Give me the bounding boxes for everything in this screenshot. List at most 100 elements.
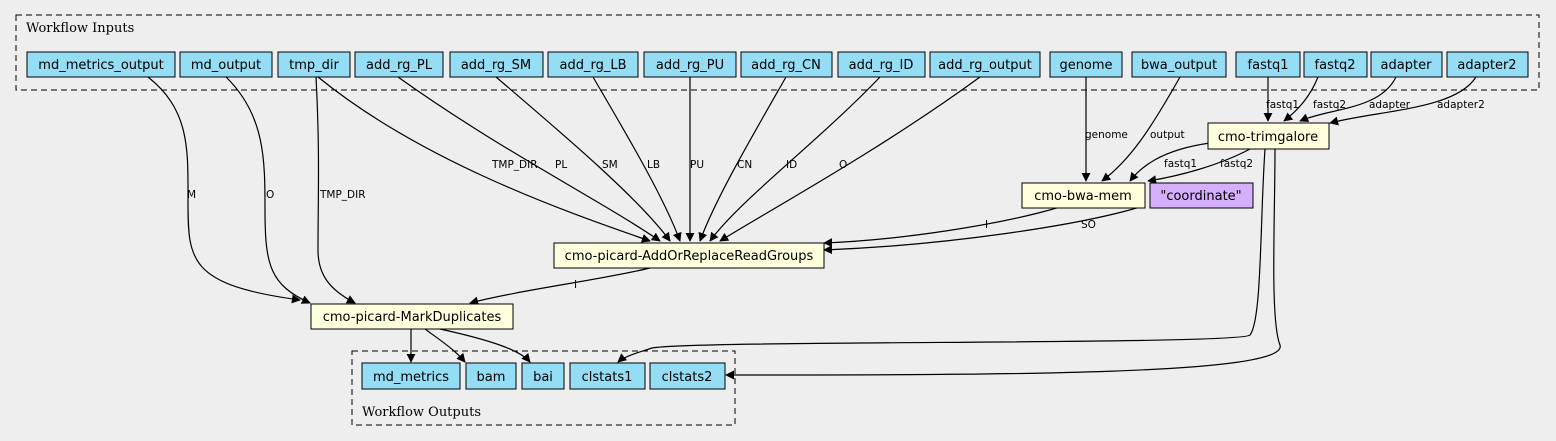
input-node-md_output[interactable]: md_output xyxy=(179,51,273,78)
input-node-tmp_dir[interactable]: tmp_dir xyxy=(277,51,351,78)
input-node-bwa_output[interactable]: bwa_output xyxy=(1131,51,1227,78)
node-label: adapter2 xyxy=(1457,58,1516,73)
edge-label: O xyxy=(266,189,274,201)
input-node-fastq1[interactable]: fastq1 xyxy=(1235,51,1301,78)
edge-o-addrg xyxy=(719,76,981,242)
node-label: adapter xyxy=(1381,58,1433,73)
node-label: bwa_output xyxy=(1141,58,1217,73)
edge-label: adapter xyxy=(1369,99,1411,111)
edge-label: M xyxy=(187,189,196,201)
input-node-adapter[interactable]: adapter xyxy=(1370,51,1443,78)
edge-trim-fastq2-bwa xyxy=(1147,148,1251,185)
edge-sm-addrg xyxy=(495,76,671,242)
edge-cn-addrg xyxy=(698,76,787,242)
node-label: add_rg_LB xyxy=(560,58,627,73)
input-node-add_rg_output[interactable]: add_rg_output xyxy=(929,51,1041,78)
node-label: add_rg_PU xyxy=(656,58,724,73)
edge-id-addrg xyxy=(709,76,881,242)
node-label: bai xyxy=(533,370,553,385)
output-node-clstats1[interactable]: clstats1 xyxy=(569,362,646,390)
input-node-fastq2[interactable]: fastq2 xyxy=(1303,51,1368,78)
step-nodes: cmo-trimgalore cmo-bwa-mem "coordinate" … xyxy=(310,122,1330,330)
output-node-bam[interactable]: bam xyxy=(465,362,517,390)
edge-o-markdup xyxy=(225,76,311,304)
input-node-add_rg_PU[interactable]: add_rg_PU xyxy=(643,51,737,78)
edge-markdup-bai xyxy=(439,328,531,363)
edge-trim-clstats1 xyxy=(617,148,1266,363)
edge-label: TMP_DIR xyxy=(319,189,366,201)
edge-label: SM xyxy=(602,159,618,171)
edge-label: adapter2 xyxy=(1437,99,1485,111)
step-node-addorreplacereadgroups[interactable]: cmo-picard-AddOrReplaceReadGroups xyxy=(553,242,825,269)
edge-m-markdup xyxy=(147,76,301,304)
node-label: md_output xyxy=(191,58,261,73)
input-node-genome[interactable]: genome xyxy=(1049,51,1123,78)
node-label: fastq1 xyxy=(1248,58,1289,73)
node-label: "coordinate" xyxy=(1160,189,1241,204)
input-node-add_rg_PL[interactable]: add_rg_PL xyxy=(354,51,444,78)
step-node-bwa-mem[interactable]: cmo-bwa-mem xyxy=(1021,182,1146,209)
edge-trim-fastq1-bwa xyxy=(1129,142,1211,182)
edge-pl-addrg xyxy=(397,76,661,242)
node-label: add_rg_output xyxy=(938,58,1032,73)
node-label: clstats2 xyxy=(662,370,713,385)
edge-label: SO xyxy=(1081,219,1096,231)
edges xyxy=(147,76,1477,380)
edge-label: fastq2 xyxy=(1313,99,1346,111)
node-label: bam xyxy=(477,370,506,385)
input-node-md_metrics_output[interactable]: md_metrics_output xyxy=(26,51,176,78)
node-label: cmo-bwa-mem xyxy=(1034,189,1132,204)
output-nodes: md_metrics bam bai clstats1 clstats2 xyxy=(361,362,726,390)
edge-label: genome xyxy=(1085,129,1128,141)
workflow-outputs-title: Workflow Outputs xyxy=(362,405,481,420)
edge-label: LB xyxy=(647,159,660,171)
node-label: cmo-picard-AddOrReplaceReadGroups xyxy=(565,249,814,264)
input-node-add_rg_CN[interactable]: add_rg_CN xyxy=(740,51,833,78)
node-label: add_rg_PL xyxy=(366,58,433,73)
node-label: genome xyxy=(1059,58,1112,73)
input-node-add_rg_ID[interactable]: add_rg_ID xyxy=(837,51,926,78)
edge-bwa_output-bwa xyxy=(1101,76,1181,182)
step-node-markduplicates[interactable]: cmo-picard-MarkDuplicates xyxy=(310,303,514,330)
edge-label: output xyxy=(1150,129,1185,141)
step-node-trimgalore[interactable]: cmo-trimgalore xyxy=(1207,122,1330,150)
edge-lb-addrg xyxy=(592,76,682,242)
input-nodes: md_metrics_output md_output tmp_dir add_… xyxy=(26,51,1529,78)
node-label: cmo-picard-MarkDuplicates xyxy=(323,310,502,325)
workflow-outputs-cluster: Workflow Outputs xyxy=(351,350,736,426)
input-node-add_rg_SM[interactable]: add_rg_SM xyxy=(449,51,544,78)
edge-tmp-markdup xyxy=(315,76,356,304)
edge-label: fastq2 xyxy=(1220,158,1253,170)
constant-node-coordinate[interactable]: "coordinate" xyxy=(1149,182,1254,209)
edge-adapter-trimgalore xyxy=(1299,76,1397,122)
input-node-add_rg_LB[interactable]: add_rg_LB xyxy=(547,51,639,78)
edge-label: I xyxy=(574,279,577,291)
edge-label: PU xyxy=(690,159,704,171)
edge-label: fastq1 xyxy=(1266,99,1299,111)
edge-labels: fastq1 fastq2 adapter adapter2 genome ou… xyxy=(187,99,1485,291)
edge-label: O xyxy=(839,159,847,171)
edge-bwa-i-addrg xyxy=(823,206,1061,248)
workflow-inputs-title: Workflow Inputs xyxy=(26,21,134,36)
node-label: md_metrics xyxy=(373,370,449,385)
output-node-clstats2[interactable]: clstats2 xyxy=(649,362,726,390)
node-label: cmo-trimgalore xyxy=(1218,130,1318,145)
output-node-md_metrics[interactable]: md_metrics xyxy=(361,362,461,390)
input-node-adapter2[interactable]: adapter2 xyxy=(1446,51,1529,78)
edge-so-addrg xyxy=(823,206,1141,255)
edge-trim-clstats2 xyxy=(725,148,1281,380)
edge-label: CN xyxy=(737,159,752,171)
node-label: clstats1 xyxy=(582,370,633,385)
edge-adapter2-trimgalore xyxy=(1329,76,1477,126)
edge-label: I xyxy=(985,219,988,231)
edge-label: TMP_DIR xyxy=(491,159,538,171)
output-node-bai[interactable]: bai xyxy=(521,362,565,390)
edge-tmp_dir-addrg xyxy=(317,76,651,243)
node-label: add_rg_SM xyxy=(461,58,531,73)
edge-fastq2-trimgalore xyxy=(1283,76,1319,122)
node-label: tmp_dir xyxy=(289,58,339,73)
edge-label: PL xyxy=(555,159,567,171)
edge-markdup-bam xyxy=(424,328,466,363)
edge-addrg-i-markdup xyxy=(469,267,651,306)
